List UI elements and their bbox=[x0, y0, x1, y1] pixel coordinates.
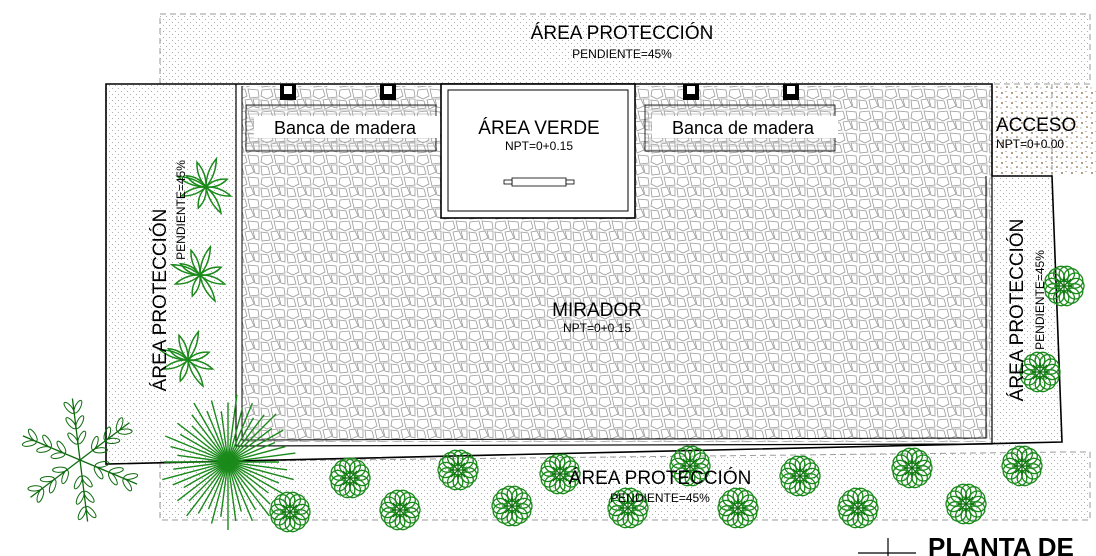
plan-title: PLANTA DE bbox=[928, 532, 1074, 556]
access-title: ACCESO bbox=[996, 115, 1076, 136]
top-area-slope: PENDIENTE=45% bbox=[572, 47, 672, 61]
site-outline bbox=[105, 83, 1063, 465]
left-area-slope: PENDIENTE=45% bbox=[174, 160, 188, 260]
protection-area-left bbox=[106, 84, 238, 464]
palm-symbol bbox=[162, 394, 296, 530]
vegetation bbox=[21, 156, 1085, 533]
access-level: NPT=0+0.00 bbox=[996, 137, 1064, 151]
shrub-symbol bbox=[539, 453, 581, 495]
bottom-area-title: ÁREA PROTECCIÓN bbox=[569, 467, 752, 489]
mirador-level: NPT=0+0.15 bbox=[563, 321, 631, 335]
mirador-edge bbox=[235, 84, 993, 447]
mirador-title: MIRADOR bbox=[552, 300, 642, 321]
agave-symbol bbox=[157, 329, 215, 388]
green-area-box bbox=[440, 83, 636, 219]
bench-right bbox=[644, 104, 838, 152]
shrub-symbol bbox=[717, 487, 759, 529]
shrub-symbol bbox=[269, 491, 311, 533]
shrub-symbol bbox=[669, 445, 711, 487]
green-area-fixture bbox=[503, 177, 575, 187]
shrub-symbol bbox=[779, 455, 821, 497]
shrub-symbol bbox=[1043, 265, 1085, 307]
right-area-title: ÁREA PROTECCIÓN bbox=[1006, 219, 1028, 402]
shrub-symbol bbox=[1001, 445, 1043, 487]
green-area-title: ÁREA VERDE bbox=[478, 118, 599, 139]
tree-symbol bbox=[21, 398, 139, 522]
shrub-symbol bbox=[329, 457, 371, 499]
shrub-symbol bbox=[1019, 351, 1061, 393]
bench-left bbox=[245, 104, 440, 152]
green-area-level: NPT=0+0.15 bbox=[505, 139, 573, 153]
left-area-title: ÁREA PROTECCIÓN bbox=[149, 209, 171, 392]
bench-right-label: Banca de madera bbox=[672, 118, 815, 138]
shrub-symbol bbox=[891, 447, 933, 489]
agave-symbol bbox=[169, 244, 227, 303]
shrub-symbol bbox=[607, 487, 649, 529]
shrub-symbol bbox=[437, 449, 479, 491]
protection-area-top bbox=[159, 13, 1091, 85]
agave-symbol bbox=[175, 156, 233, 215]
right-area-slope: PENDIENTE=45% bbox=[1033, 250, 1047, 350]
access-area bbox=[992, 84, 1096, 176]
shrub-symbol bbox=[837, 487, 879, 529]
shrub-symbol bbox=[379, 489, 421, 531]
shrub-symbol bbox=[945, 483, 987, 525]
bench-left-label: Banca de madera bbox=[274, 118, 417, 138]
top-area-title: ÁREA PROTECCIÓN bbox=[531, 22, 714, 44]
shrub-symbol bbox=[491, 485, 533, 527]
bottom-area-slope: PENDIENTE=45% bbox=[610, 491, 710, 505]
